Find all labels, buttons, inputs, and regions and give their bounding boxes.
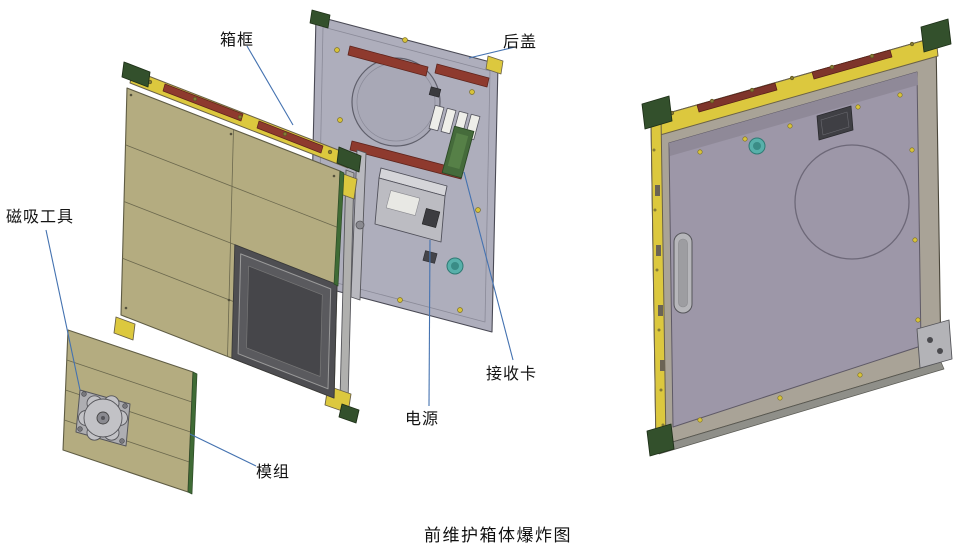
leader-frame [247, 46, 293, 125]
detached-module-pcb-edge [188, 372, 197, 494]
frame-top-bar-slots [163, 84, 323, 153]
mounting-rail [351, 150, 366, 300]
cabinet-back-top-shade [669, 72, 918, 156]
back-cover-corner-block-right [486, 56, 503, 74]
power-terminal-block [422, 208, 440, 227]
module-face-screws [124, 93, 336, 310]
cabinet-foot-bottom-right [917, 320, 952, 368]
cabinet-label-plate [817, 106, 853, 140]
assembled-cabinet [642, 19, 952, 456]
label-receiving-card: 接收卡 [486, 366, 538, 383]
cabinet-corner-bottom-left [647, 424, 674, 456]
power-supply-label-sticker [386, 190, 420, 215]
cabinet-left-bar-slots [655, 185, 665, 371]
back-cover-corner-block-left [310, 10, 330, 28]
cabinet-left-bar-screws [652, 148, 665, 427]
label-magnetic-tool: 磁吸工具 [6, 209, 75, 226]
leader-lines [46, 46, 515, 466]
frame-foot-bottom-left [114, 317, 135, 340]
label-module: 模组 [256, 464, 291, 481]
leader-power-supply [429, 240, 430, 406]
exploded-view [46, 10, 515, 494]
cabinet-face-screws [698, 93, 920, 422]
magnetic-tool-hub-center [101, 416, 105, 420]
label-back-cover: 后盖 [503, 34, 538, 51]
cabinet-back-circle [795, 145, 909, 259]
module-edge-pcb-strip [334, 171, 344, 286]
cabinet-corner-top-left [642, 96, 672, 129]
label-frame: 箱框 [220, 32, 255, 49]
cabinet-corner-top-right [921, 19, 951, 52]
frame-corner-block-top-right [337, 147, 361, 172]
frame-opening-inner [247, 266, 323, 376]
receiving-card [442, 126, 474, 178]
magnetic-tool-plate-screws [78, 392, 128, 444]
teal-knob-center [451, 262, 459, 270]
cabinet-frame [114, 62, 361, 423]
hanging-bars-maroon [348, 46, 489, 179]
module-panel [121, 88, 344, 398]
figure-caption: 前维护箱体爆炸图 [424, 526, 572, 545]
cabinet-handle [674, 233, 692, 313]
magnetic-tool [76, 390, 130, 446]
power-supply [375, 168, 447, 242]
cabinet-teal-knob-center [753, 142, 761, 150]
leader-magnetic-tool [46, 230, 80, 390]
frame-foot-bottom-right-green [339, 404, 359, 423]
frame-corner-block-top-left [122, 62, 150, 87]
label-power-supply: 电源 [405, 411, 440, 428]
leader-back-cover [469, 47, 515, 58]
leader-receiving-card [464, 172, 513, 360]
leader-module [190, 434, 256, 466]
small-component [429, 87, 441, 97]
